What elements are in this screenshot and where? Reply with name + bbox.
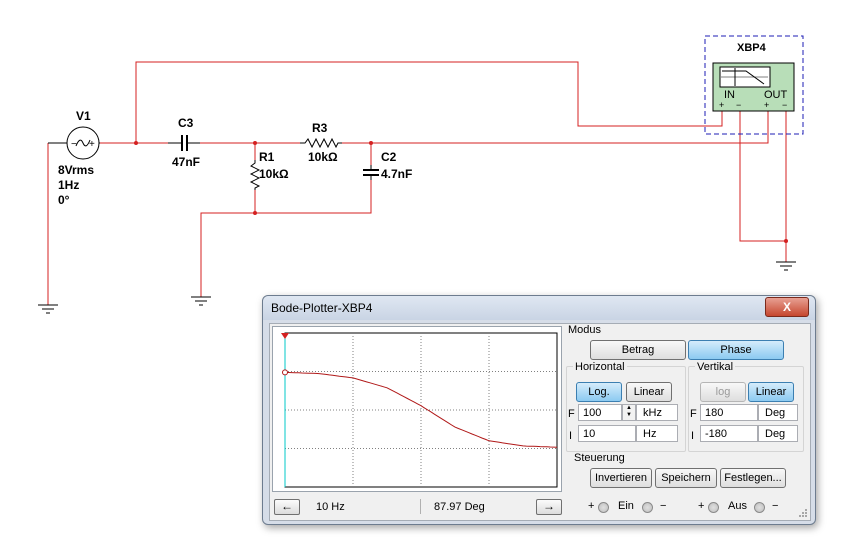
r3-name: R3 <box>312 121 328 135</box>
save-button[interactable]: Speichern <box>655 468 717 488</box>
vertical-i-label: I <box>691 430 695 442</box>
r1-name: R1 <box>259 150 275 164</box>
horizontal-initial-unit[interactable]: Hz <box>636 425 678 442</box>
bode-chart[interactable] <box>273 327 561 491</box>
horizontal-final-spinner[interactable]: ▲▼ <box>622 404 636 421</box>
status-bar: ← 10 Hz 87.97 Deg → <box>272 498 562 516</box>
betrag-button[interactable]: Betrag <box>590 340 686 360</box>
plot-area[interactable] <box>272 326 562 492</box>
ein-minus-terminal[interactable] <box>642 502 653 513</box>
svg-text:−: − <box>782 100 787 110</box>
vertical-linear-button[interactable]: Linear <box>748 382 794 402</box>
horizontal-final-unit[interactable]: kHz <box>636 404 678 421</box>
horizontal-linear-button[interactable]: Linear <box>626 382 672 402</box>
wires <box>47 61 787 305</box>
ground-symbol <box>38 304 58 314</box>
ein-plus-label: + <box>588 500 595 512</box>
bode-plotter-instrument[interactable]: XBP4 IN OUT + − + − <box>704 35 804 135</box>
ein-label: Ein <box>618 500 634 512</box>
v1-name: V1 <box>76 109 91 123</box>
cursor-marker-icon <box>281 333 289 339</box>
steuerung-label: Steuerung <box>574 452 625 464</box>
v1-phase: 0° <box>58 193 70 207</box>
vertical-final-unit[interactable]: Deg <box>758 404 798 421</box>
ground-symbol <box>776 261 796 271</box>
plotter-name: XBP4 <box>737 42 767 54</box>
aus-plus-terminal[interactable] <box>708 502 719 513</box>
resistor-r1[interactable]: R1 10kΩ <box>249 150 289 190</box>
r3-value: 10kΩ <box>308 150 338 164</box>
phase-button[interactable]: Phase <box>688 340 784 360</box>
value-readout: 87.97 Deg <box>434 501 485 513</box>
cursor-point-icon <box>282 369 288 376</box>
window-title: Bode-Plotter-XBP4 <box>271 301 373 315</box>
phase-trace <box>284 371 558 448</box>
set-button[interactable]: Festlegen... <box>720 468 786 488</box>
window-content: ← 10 Hz 87.97 Deg → Modus Betrag Phase H… <box>269 323 811 521</box>
cursor-right-button[interactable]: → <box>536 499 562 515</box>
horizontal-final-input[interactable]: 100 <box>578 404 622 421</box>
vertical-f-label: F <box>690 408 697 420</box>
horizontal-initial-input[interactable]: 10 <box>578 425 636 442</box>
horizontal-i-label: I <box>569 430 573 442</box>
capacitor-c3[interactable]: C3 47nF <box>168 116 200 169</box>
svg-text:+: + <box>719 100 724 110</box>
svg-text:−: − <box>736 100 741 110</box>
aus-minus-terminal[interactable] <box>754 502 765 513</box>
vertical-label: Vertikal <box>695 361 736 373</box>
vertical-final-input[interactable]: 180 <box>700 404 758 421</box>
ein-plus-terminal[interactable] <box>598 502 609 513</box>
aus-minus-label: − <box>772 500 779 512</box>
modus-label: Modus <box>568 324 602 336</box>
ein-minus-label: − <box>660 500 667 512</box>
c2-value: 4.7nF <box>381 167 412 181</box>
svg-text:+: + <box>89 139 95 150</box>
cursor-left-button[interactable]: ← <box>274 499 300 515</box>
resistor-r3[interactable]: R3 10kΩ <box>300 121 342 164</box>
c3-name: C3 <box>178 116 194 130</box>
plotter-out-label: OUT <box>764 89 788 101</box>
frequency-readout: 10 Hz <box>316 501 345 513</box>
title-bar[interactable]: Bode-Plotter-XBP4 X <box>263 296 815 320</box>
v1-amplitude: 8Vrms <box>58 163 94 177</box>
capacitor-c2[interactable]: C2 4.7nF <box>363 150 412 181</box>
horizontal-label: Horizontal <box>573 361 627 373</box>
horizontal-f-label: F <box>568 408 575 420</box>
horizontal-log-button[interactable]: Log. <box>576 382 622 402</box>
aus-plus-label: + <box>698 500 705 512</box>
invert-button[interactable]: Invertieren <box>590 468 652 488</box>
voltage-source-v1[interactable]: − + V1 8Vrms 1Hz 0° <box>48 109 100 207</box>
c2-name: C2 <box>381 150 397 164</box>
ground-symbol <box>191 296 211 306</box>
bode-plotter-window[interactable]: Bode-Plotter-XBP4 X ← 10 Hz 87.97 Deg → … <box>262 295 816 525</box>
plotter-in-label: IN <box>724 89 735 101</box>
vertical-group <box>688 366 804 452</box>
aus-label: Aus <box>728 500 747 512</box>
svg-text:+: + <box>764 100 769 110</box>
r1-value: 10kΩ <box>259 167 289 181</box>
c3-value: 47nF <box>172 155 200 169</box>
junctions <box>134 141 788 243</box>
close-button[interactable]: X <box>765 297 809 317</box>
resize-grip-icon[interactable] <box>798 508 808 518</box>
vertical-log-button[interactable]: log <box>700 382 746 402</box>
v1-frequency: 1Hz <box>58 178 79 192</box>
vertical-initial-unit[interactable]: Deg <box>758 425 798 442</box>
vertical-initial-input[interactable]: -180 <box>700 425 758 442</box>
svg-text:−: − <box>71 139 77 150</box>
